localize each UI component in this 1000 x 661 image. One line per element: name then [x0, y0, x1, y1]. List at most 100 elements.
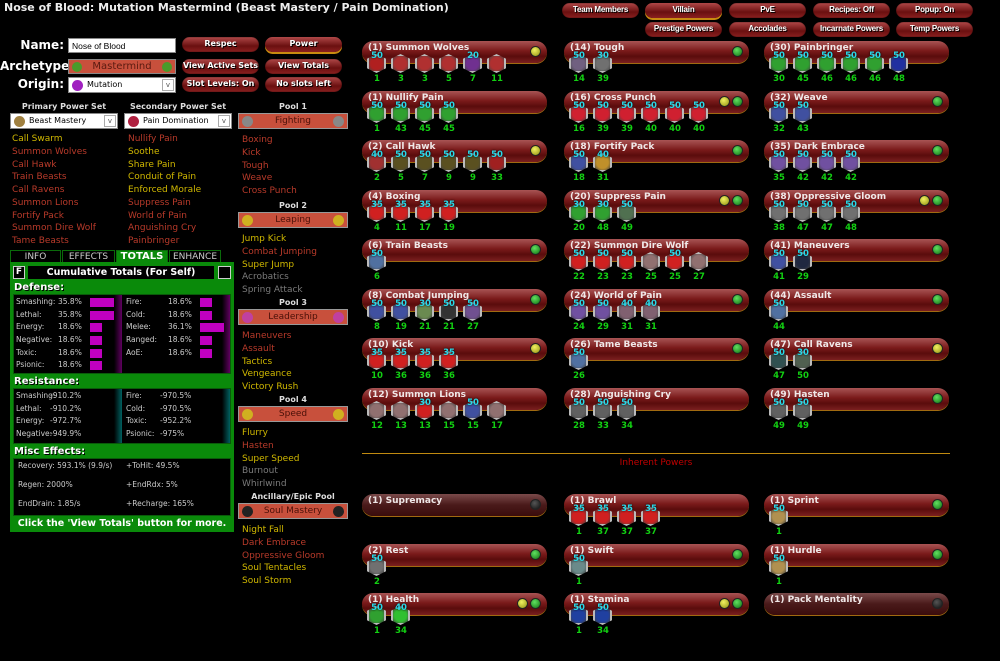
- power-list-item[interactable]: Tough: [242, 160, 269, 171]
- enhancement-slot[interactable]: [817, 203, 836, 222]
- power-list-item[interactable]: Anguishing Cry: [128, 223, 197, 234]
- enhancement-slot[interactable]: [617, 401, 636, 420]
- power-list-item[interactable]: Conduit of Pain: [128, 172, 197, 183]
- enhancement-slot[interactable]: [415, 351, 434, 370]
- enhancement-slot[interactable]: [367, 54, 386, 73]
- enhancement-slot[interactable]: [367, 153, 386, 172]
- enhancement-slot[interactable]: [569, 54, 588, 73]
- enhancement-slot[interactable]: [865, 54, 884, 73]
- name-input[interactable]: [68, 38, 176, 53]
- enhancement-slot[interactable]: [439, 351, 458, 370]
- power-list-item[interactable]: Assault: [242, 343, 275, 354]
- enhancement-slot[interactable]: [617, 203, 636, 222]
- enhancement-slot[interactable]: [415, 203, 434, 222]
- prestige-powers-button[interactable]: Prestige Powers: [645, 22, 722, 37]
- enhancement-slot[interactable]: [569, 203, 588, 222]
- enhancement-slot[interactable]: [769, 153, 788, 172]
- enhancement-slot[interactable]: [367, 401, 386, 420]
- power-list-item[interactable]: Maneuvers: [242, 331, 292, 341]
- enhancement-slot[interactable]: [689, 104, 708, 123]
- accolades-button[interactable]: Accolades: [729, 22, 806, 37]
- power-list-item[interactable]: Call Hawk: [12, 159, 57, 170]
- enhancement-slot[interactable]: [569, 302, 588, 321]
- origin-dropdown[interactable]: Mutation v: [68, 77, 176, 93]
- power-tough[interactable]: (14) Tough: [564, 41, 749, 63]
- enhancement-slot[interactable]: [593, 203, 612, 222]
- power-list-item[interactable]: Nullify Pain: [128, 134, 178, 144]
- power-suppress-pain[interactable]: (20) Suppress Pain: [564, 190, 749, 212]
- enhancement-slot[interactable]: [569, 557, 588, 576]
- power-list-item[interactable]: Fortify Pack: [12, 210, 64, 221]
- enhancement-slot[interactable]: [415, 54, 434, 73]
- enhancement-slot[interactable]: [793, 153, 812, 172]
- enhancement-slot[interactable]: [817, 54, 836, 73]
- power-list-item[interactable]: Dark Embrace: [242, 537, 307, 548]
- villain-button[interactable]: Villain: [645, 3, 722, 18]
- power-swift[interactable]: (1) Swift: [564, 544, 749, 566]
- power-anguishing-cry[interactable]: (28) Anguishing Cry: [564, 388, 749, 410]
- enhancement-slot[interactable]: [415, 104, 434, 123]
- enhancement-slot[interactable]: [569, 104, 588, 123]
- enhancement-slot[interactable]: [367, 302, 386, 321]
- enhancement-slot[interactable]: [391, 54, 410, 73]
- enhancement-slot[interactable]: [439, 104, 458, 123]
- power-maneuvers[interactable]: (41) Maneuvers: [764, 239, 949, 261]
- enhancement-slot[interactable]: [367, 557, 386, 576]
- power-rest[interactable]: (2) Rest: [362, 544, 547, 566]
- power-nullify-pain[interactable]: (1) Nullify Pain: [362, 91, 547, 113]
- power-list-item[interactable]: Flurry: [242, 428, 268, 438]
- enhancement-slot[interactable]: [793, 252, 812, 271]
- enhancement-slot[interactable]: [463, 302, 482, 321]
- enhancement-slot[interactable]: [391, 153, 410, 172]
- power-list-item[interactable]: Oppressive Gloom: [242, 550, 325, 561]
- power-train-beasts[interactable]: (6) Train Beasts: [362, 239, 547, 261]
- power-combat-jumping[interactable]: (8) Combat Jumping: [362, 289, 547, 311]
- enhancement-slot[interactable]: [793, 104, 812, 123]
- power-list-item[interactable]: Soothe: [128, 146, 160, 157]
- power-list-item[interactable]: Train Beasts: [12, 172, 67, 183]
- power-list-item[interactable]: Call Ravens: [12, 185, 65, 195]
- power-list-item[interactable]: Super Speed: [242, 453, 300, 464]
- power-list-item[interactable]: Super Jump: [242, 259, 295, 270]
- enhancement-slot[interactable]: [367, 252, 386, 271]
- f-toggle[interactable]: F: [13, 266, 25, 279]
- enhancement-slot[interactable]: [841, 203, 860, 222]
- enhancement-slot[interactable]: [367, 351, 386, 370]
- power-list-item[interactable]: Share Pain: [128, 159, 176, 170]
- power-list-item[interactable]: Summon Dire Wolf: [12, 223, 96, 234]
- enhancement-slot[interactable]: [889, 54, 908, 73]
- enhancement-slot[interactable]: [769, 557, 788, 576]
- enhancement-slot[interactable]: [841, 153, 860, 172]
- power-list-item[interactable]: Tame Beasts: [12, 236, 69, 246]
- enhancement-slot[interactable]: [367, 606, 386, 625]
- power-world-of-pain[interactable]: (24) World of Pain: [564, 289, 749, 311]
- power-list-item[interactable]: Hasten: [242, 440, 274, 451]
- enhancement-slot[interactable]: [391, 203, 410, 222]
- enhancement-slot[interactable]: [665, 104, 684, 123]
- enhancement-slot[interactable]: [689, 252, 708, 271]
- enhancement-slot[interactable]: [593, 606, 612, 625]
- power-list-item[interactable]: Jump Kick: [242, 234, 287, 244]
- enhancement-slot[interactable]: [487, 401, 506, 420]
- enhancement-slot[interactable]: [463, 401, 482, 420]
- primary-set-dropdown[interactable]: Beast Mastery v: [10, 113, 118, 129]
- enhancement-slot[interactable]: [793, 203, 812, 222]
- power-hurdle[interactable]: (1) Hurdle: [764, 544, 949, 566]
- power-list-item[interactable]: Call Swarm: [12, 134, 63, 144]
- archetype-selector[interactable]: Mastermind: [68, 59, 176, 74]
- team-members-button[interactable]: Team Members: [562, 3, 639, 18]
- power-list-item[interactable]: Victory Rush: [242, 382, 299, 392]
- power-stamina[interactable]: (1) Stamina: [564, 593, 749, 615]
- enhancement-slot[interactable]: [769, 252, 788, 271]
- power-assault[interactable]: (44) Assault: [764, 289, 949, 311]
- enhancement-slot[interactable]: [793, 54, 812, 73]
- no-slots-left-button[interactable]: No slots left: [265, 77, 342, 92]
- enhancement-slot[interactable]: [439, 203, 458, 222]
- enhancement-slot[interactable]: [641, 104, 660, 123]
- secondary-set-dropdown[interactable]: Pain Domination v: [124, 113, 232, 129]
- view-totals-button[interactable]: View Totals: [265, 59, 342, 74]
- enhancement-slot[interactable]: [617, 507, 636, 526]
- enhancement-slot[interactable]: [769, 507, 788, 526]
- power-list-item[interactable]: Kick: [242, 147, 261, 158]
- power-tame-beasts[interactable]: (26) Tame Beasts: [564, 338, 749, 360]
